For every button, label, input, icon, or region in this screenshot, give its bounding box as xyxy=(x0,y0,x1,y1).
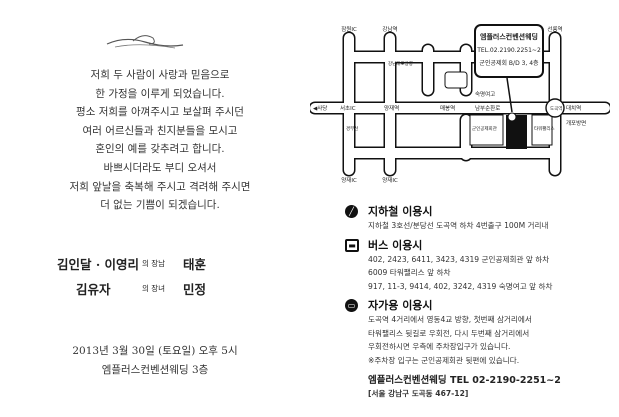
venue-callout xyxy=(474,24,544,78)
event-date: 2013년 3월 30일 (토요일) 오후 5시 xyxy=(72,345,238,357)
groom-row: 김인달 · 이영리 의 장남 태훈 xyxy=(57,254,257,272)
bride-row: 김유자 의 장녀 민정 xyxy=(76,279,276,297)
map-label: 도곡역 xyxy=(550,105,562,112)
map-label: 양재IC xyxy=(341,176,357,184)
dogok-station-icon xyxy=(545,98,565,118)
map-label: ◀사당 xyxy=(313,104,327,112)
message-line: 혼인의 예를 갖추려고 합니다. xyxy=(95,143,225,156)
car-line: 도곡역 4거리에서 영동4교 방향, 첫번째 삼거리에서 xyxy=(368,315,532,324)
map-label: 강남대로방향 xyxy=(388,60,413,67)
map-label: 숙명여고 xyxy=(475,90,495,98)
venue-address: [서울 강남구 도곡동 467-12] xyxy=(368,389,469,398)
message-line: 더 없는 기쁨이 되겠습니다. xyxy=(100,199,220,212)
map-label: 양재IC xyxy=(382,176,398,184)
map-label: 강남역 xyxy=(382,25,397,33)
bus-icon: ▬ xyxy=(345,238,359,252)
event-info: 2013년 3월 30일 (토요일) 오후 5시 엠플러스컨벤션웨딩 3층 xyxy=(0,342,310,380)
map-label: 경부선 xyxy=(346,125,358,132)
car-title: 자가용 이용시 xyxy=(368,299,433,312)
car-line: 우회전하시면 우측에 주차장입구가 있습니다. xyxy=(368,342,511,351)
callout-pointer xyxy=(506,77,513,113)
message-line: 한 가정을 이루게 되었습니다. xyxy=(95,87,225,100)
bus-section: ▬ 버스 이용시 402, 2423, 6411, 3423, 4319 군인공… xyxy=(345,238,615,294)
map-label: 양재역 xyxy=(384,104,399,112)
message-line: 여러 어르신들과 친지분들을 모시고 xyxy=(82,124,238,137)
location-map: 엠플러스컨벤션웨딩 TEL.02.2190.2251~2 군인공제회 B/D 3… xyxy=(310,24,610,184)
directions: ╱ 지하철 이용시 지하철 3호선/분당선 도곡역 하차 4번출구 100M 거… xyxy=(345,204,615,399)
car-line: 타워팰리스 뒷길로 우회전, 다시 두번째 삼거리에서 xyxy=(368,328,530,338)
message-line: 평소 저희를 아껴주시고 보살펴 주시던 xyxy=(76,106,244,119)
car-line: ※주차장 입구는 군인공제회관 뒷편에 있습니다. xyxy=(368,355,520,365)
tower-palace-block xyxy=(531,114,553,146)
message-line: 저희 두 사람이 사랑과 믿음으로 xyxy=(90,69,230,81)
ornament-icon xyxy=(106,35,184,49)
event-venue: 엠플러스컨벤션웨딩 3층 xyxy=(101,364,209,376)
bus-line: 6009 타워팰리스 앞 하차 xyxy=(368,268,451,277)
map-label: 타워팰리스 xyxy=(534,125,555,132)
callout-location: 군인공제회 B/D 3, 4층 xyxy=(479,59,539,67)
bride-relation: 의 장녀 xyxy=(142,284,166,293)
map-label: 대치역 xyxy=(566,104,581,112)
map-label: 매봉역 xyxy=(440,104,455,112)
venue-building xyxy=(506,115,527,149)
bride-name: 민정 xyxy=(183,282,207,297)
groom-relation: 의 장남 xyxy=(142,259,166,268)
map-label: 개포방면 xyxy=(566,119,586,127)
invitation-message: 저희 두 사람이 사랑과 믿음으로 한 가정을 이루게 되었습니다. 평소 저희… xyxy=(0,66,320,215)
bus-line: 402, 2423, 6411, 3423, 4319 군인공제회관 앞 하차 xyxy=(368,254,550,264)
subway-icon: ╱ xyxy=(345,205,358,218)
message-line: 저희 앞날을 축복해 주시고 격려해 주시면 xyxy=(69,180,251,193)
bride-parents: 김유자 xyxy=(76,282,111,297)
invitation-panel: 저희 두 사람이 사랑과 믿음으로 한 가정을 이루게 되었습니다. 평소 저희… xyxy=(0,35,310,380)
map-label: 남부순환로 xyxy=(475,104,500,112)
car-section: ▭ 자가용 이용시 도곡역 4거리에서 영동4교 방향, 첫번째 삼거리에서 타… xyxy=(345,298,615,367)
bus-title: 버스 이용시 xyxy=(368,238,423,252)
message-line: 바쁘시더라도 부디 오셔서 xyxy=(103,161,217,174)
callout-name: 엠플러스컨벤션웨딩 xyxy=(480,32,538,41)
map-label: 잠원IC xyxy=(341,25,357,33)
callout-tel: TEL.02.2190.2251~2 xyxy=(476,47,541,54)
groom-name: 태훈 xyxy=(183,257,207,272)
bus-line: 917, 11-3, 9414, 402, 3242, 4319 숙명여고 앞 … xyxy=(368,281,553,291)
car-icon: ▭ xyxy=(345,299,358,312)
venue-marker-icon xyxy=(507,112,517,122)
landmark-box xyxy=(444,71,468,89)
map-label: 선릉역 xyxy=(547,25,562,33)
venue-contact: 엠플러스컨벤션웨딩 TEL 02-2190-2251~2 xyxy=(368,375,561,386)
military-hall-block xyxy=(469,114,504,146)
map-label: 군인공제회관 xyxy=(472,125,497,132)
map-label: 서초IC xyxy=(340,104,356,112)
subway-section: ╱ 지하철 이용시 지하철 3호선/분당선 도곡역 하차 4번출구 100M 거… xyxy=(345,204,615,233)
subway-title: 지하철 이용시 xyxy=(368,205,433,218)
subway-line: 지하철 3호선/분당선 도곡역 하차 4번출구 100M 거리내 xyxy=(368,221,549,230)
groom-parents: 김인달 · 이영리 xyxy=(57,257,140,272)
